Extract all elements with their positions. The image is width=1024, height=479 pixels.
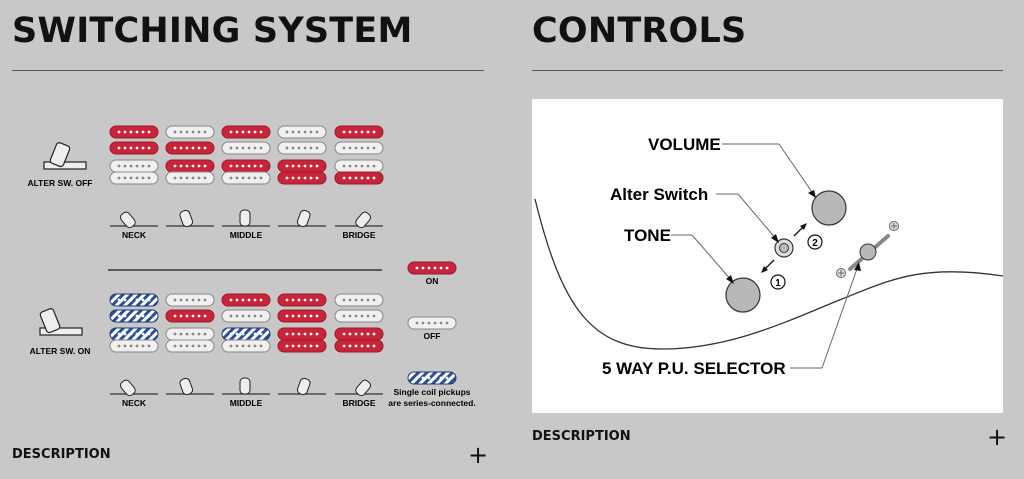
pickup-coil — [277, 293, 327, 307]
pickup-coil — [109, 309, 159, 323]
legend-on-pickup — [407, 261, 457, 275]
selector-position-icon — [278, 377, 326, 396]
position-label: BRIDGE — [342, 398, 375, 408]
legend-series-line2: are series-connected. — [388, 398, 475, 408]
pickup-coil — [277, 171, 327, 185]
pickup-coil — [221, 309, 271, 323]
controls-description-toggle[interactable]: DESCRIPTION + — [532, 422, 1007, 452]
volume-label: VOLUME — [648, 135, 721, 154]
tone-label: TONE — [624, 226, 671, 245]
pickup-coil — [221, 339, 271, 353]
legend-off-label: OFF — [424, 331, 441, 341]
selector-position-icon — [278, 209, 326, 228]
position-label: MIDDLE — [230, 230, 263, 240]
selector-switch-icon — [836, 221, 899, 278]
alter-switch-label: Alter Switch — [610, 185, 708, 204]
legend: ON OFF Single coil pickups are series-co… — [388, 261, 476, 408]
pickup-coil — [277, 309, 327, 323]
pickup-coil — [277, 339, 327, 353]
position-1-marker — [770, 274, 786, 290]
controls-diagram: 2 1 VOLUME Alter Switch TONE 5 WAY P.U. … — [532, 99, 1003, 413]
selector-position-icon — [222, 209, 270, 227]
position-2-text: 2 — [812, 238, 818, 249]
alter-sw-on-label: ALTER SW. ON — [30, 346, 91, 356]
pickup-coil — [334, 171, 384, 185]
pickup-coil — [221, 141, 271, 155]
pickup-coil — [334, 339, 384, 353]
switching-description-label: DESCRIPTION — [12, 447, 111, 462]
pickup-coil — [334, 125, 384, 139]
selector-position-icon — [335, 379, 383, 397]
pickup-coil — [334, 159, 384, 173]
plus-icon[interactable]: + — [987, 423, 1008, 451]
alter-sw-off-label: ALTER SW. OFF — [27, 178, 92, 188]
selector-label: 5 WAY P.U. SELECTOR — [602, 359, 786, 378]
legend-off-swatch — [407, 316, 457, 330]
pickup-coil — [221, 125, 271, 139]
volume-knob — [811, 190, 847, 226]
pickup-coil — [109, 339, 159, 353]
alter-switch-on-icon — [39, 308, 83, 336]
pickup-coil — [109, 293, 159, 307]
pickup-coil — [165, 293, 215, 307]
position-1-text: 1 — [775, 278, 781, 289]
pickup-coil — [165, 159, 215, 173]
pickup-coil — [334, 141, 384, 155]
pickup-coil — [165, 171, 215, 185]
pickup-coil — [165, 125, 215, 139]
pickup-coil — [109, 125, 159, 139]
pickup-coil — [277, 327, 327, 341]
selector-position-icon — [110, 211, 158, 229]
pickup-coil — [165, 327, 215, 341]
legend-off-pickup — [407, 316, 457, 330]
legend-on-swatch — [407, 261, 457, 275]
selector-position-icon — [335, 211, 383, 229]
switching-diagram: ALTER SW. OFF ALTER SW. ON NECK MIDDLE BRI… — [27, 125, 476, 408]
pickup-coil — [165, 141, 215, 155]
pickup-coil — [221, 171, 271, 185]
selector-position-icon — [222, 377, 270, 395]
pickup-coil — [334, 293, 384, 307]
pickup-coil — [109, 171, 159, 185]
pickup-coil — [334, 309, 384, 323]
legend-on-label: ON — [426, 276, 439, 286]
position-label: MIDDLE — [230, 398, 263, 408]
switching-system-title: SWITCHING SYSTEM — [12, 11, 413, 51]
pickup-coil — [165, 309, 215, 323]
pickup-coil — [277, 159, 327, 173]
alter-switch-off-icon — [43, 142, 87, 170]
position-label: NECK — [122, 230, 147, 240]
position-label: NECK — [122, 398, 147, 408]
pickup-coil — [109, 327, 159, 341]
pickup-coil — [334, 327, 384, 341]
pickup-coil — [109, 159, 159, 173]
pickup-coil — [165, 339, 215, 353]
pickup-coil — [221, 159, 271, 173]
alter-switch-icon — [774, 238, 794, 258]
guitar-body-outline — [534, 198, 1003, 350]
selector-position-icon — [110, 379, 158, 397]
plus-icon[interactable]: + — [468, 441, 489, 469]
position-label: BRIDGE — [342, 230, 375, 240]
legend-series-pickup — [407, 371, 457, 385]
pickup-coil — [277, 141, 327, 155]
legend-series-line1: Single coil pickups — [394, 387, 471, 397]
pickup-coil — [277, 125, 327, 139]
selector-position-icon — [166, 377, 214, 396]
controls-title: CONTROLS — [532, 11, 747, 51]
controls-divider — [532, 70, 1003, 71]
tone-knob — [725, 277, 761, 313]
pickup-coil — [221, 327, 271, 341]
legend-series-swatch — [407, 371, 457, 385]
pickup-coil — [109, 141, 159, 155]
selector-position-icon — [166, 209, 214, 228]
pickup-coil — [221, 293, 271, 307]
switching-description-toggle[interactable]: DESCRIPTION + — [12, 440, 488, 470]
position-2-marker — [807, 234, 823, 250]
controls-description-label: DESCRIPTION — [532, 429, 631, 444]
switching-divider — [12, 70, 484, 71]
